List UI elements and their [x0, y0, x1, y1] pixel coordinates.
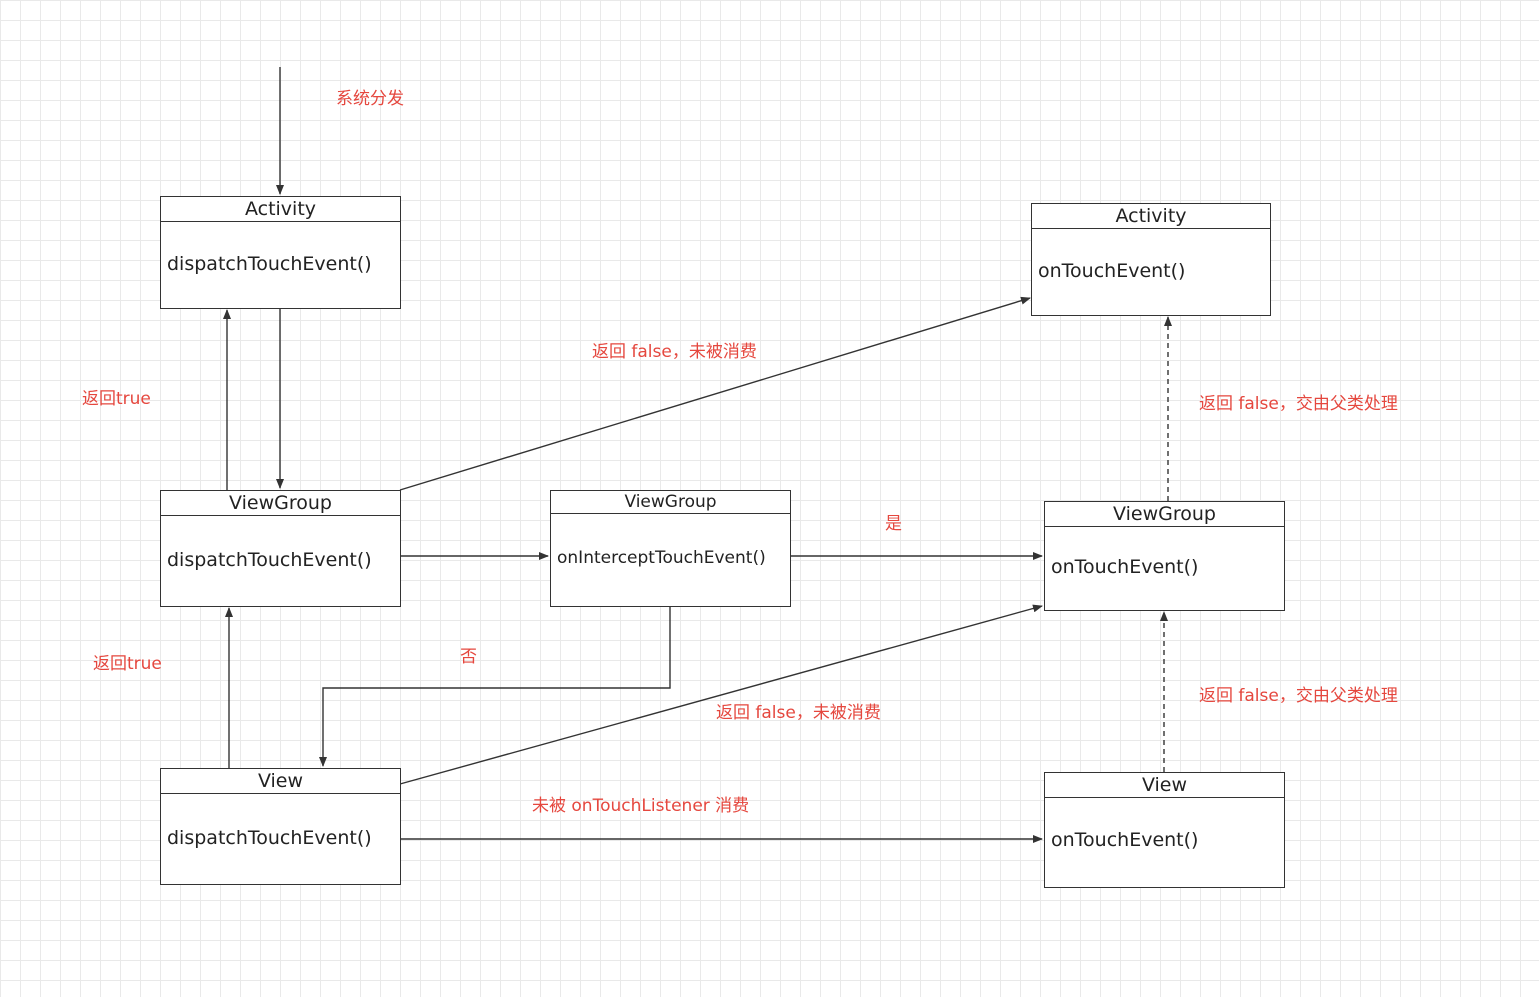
node-title: ViewGroup — [1045, 502, 1284, 527]
node-title: View — [1045, 773, 1284, 798]
node-title: View — [161, 769, 400, 794]
node-viewgroup-intercept: ViewGroup onInterceptTouchEvent() — [550, 490, 791, 607]
edge-viewgroup-false-to-activity-ontouch — [399, 296, 1031, 491]
node-method: dispatchTouchEvent() — [167, 827, 372, 849]
label-return-false-unconsumed-top: 返回 false，未被消费 — [592, 342, 757, 362]
node-viewgroup-dispatch: ViewGroup dispatchTouchEvent() — [160, 490, 401, 607]
label-system-dispatch: 系统分发 — [336, 89, 404, 109]
node-title: Activity — [1032, 204, 1270, 229]
label-no: 否 — [460, 647, 477, 667]
node-activity-dispatch: Activity dispatchTouchEvent() — [160, 196, 401, 309]
label-return-true-bottom: 返回true — [93, 654, 162, 674]
label-not-consumed-listener: 未被 onTouchListener 消费 — [532, 796, 750, 816]
node-title: Activity — [161, 197, 400, 222]
node-method: onInterceptTouchEvent() — [557, 548, 766, 568]
label-return-true-top: 返回true — [82, 389, 151, 409]
node-view-ontouch: View onTouchEvent() — [1044, 772, 1285, 888]
node-view-dispatch: View dispatchTouchEvent() — [160, 768, 401, 885]
node-method: dispatchTouchEvent() — [167, 253, 372, 275]
node-method: onTouchEvent() — [1038, 260, 1186, 282]
label-return-false-parent-top: 返回 false，交由父类处理 — [1199, 394, 1398, 414]
node-method: dispatchTouchEvent() — [167, 549, 372, 571]
node-title: ViewGroup — [551, 491, 790, 514]
node-viewgroup-ontouch: ViewGroup onTouchEvent() — [1044, 501, 1285, 611]
label-return-false-unconsumed-bottom: 返回 false，未被消费 — [716, 703, 881, 723]
node-method: onTouchEvent() — [1051, 829, 1199, 851]
node-activity-ontouch: Activity onTouchEvent() — [1031, 203, 1271, 316]
label-return-false-parent-bottom: 返回 false，交由父类处理 — [1199, 686, 1398, 706]
label-yes: 是 — [885, 514, 902, 534]
edge-intercept-no-to-view-dispatch — [319, 607, 671, 767]
node-title: ViewGroup — [161, 491, 400, 516]
node-method: onTouchEvent() — [1051, 556, 1199, 578]
edge-view-false-to-viewgroup-ontouch — [399, 604, 1043, 785]
